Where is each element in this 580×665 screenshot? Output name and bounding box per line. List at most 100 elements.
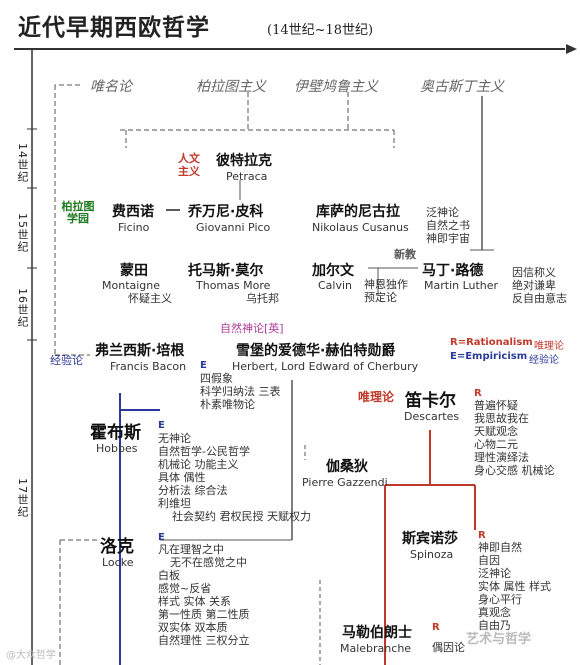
calvin-note-2: 预定论 [364, 291, 397, 304]
pico-name: 乔万尼·皮科 [188, 204, 264, 220]
bacon-note-1: 四假象 [200, 372, 233, 385]
century-17: 17世纪 [16, 478, 29, 518]
descartes-en: Descartes [404, 410, 460, 423]
bacon-note-3: 朴素唯物论 [200, 398, 255, 411]
bacon-note-2: 科学归纳法 三表 [200, 385, 281, 398]
more-name: 托马斯·莫尔 [188, 263, 264, 279]
locke-note-5: 样式 实体 关系 [158, 595, 231, 608]
locke-note-2: 无不在感觉之中 [170, 556, 247, 569]
watermark-right: 艺术与哲学 [466, 632, 532, 647]
locke-en: Locke [102, 556, 134, 569]
legend-e-cn: 经验论 [529, 355, 559, 366]
descartes-note-4: 心物二元 [474, 438, 518, 451]
school-epicureanism: 伊壁鸠鲁主义 [294, 79, 378, 95]
montaigne-note: 怀疑主义 [128, 292, 172, 305]
descartes-note-3: 天赋观念 [474, 425, 518, 438]
bacon-name: 弗兰西斯·培根 [95, 343, 185, 359]
spinoza-note-7: 自由乃 [478, 619, 511, 632]
luther-note-2: 绝对谦卑 [512, 279, 556, 292]
bacon-en: Francis Bacon [110, 360, 187, 373]
more-note: 乌托邦 [246, 292, 279, 305]
descartes-note-1: 普遍怀疑 [474, 399, 518, 412]
spinoza-tag: R [478, 530, 486, 541]
school-humanism: 人文主义 [178, 152, 200, 178]
watermark-left: @大众哲学 [6, 650, 56, 661]
locke-note-3: 白板 [158, 569, 180, 582]
malebranche-note: 偶因论 [432, 641, 465, 654]
pico-en: Giovanni Pico [196, 221, 271, 234]
school-augustinianism: 奥古斯丁主义 [420, 79, 504, 95]
ficino-name: 费西诺 [112, 204, 154, 220]
cusanus-name: 库萨的尼古拉 [316, 204, 400, 220]
descartes-note-2: 我思故我在 [474, 412, 529, 425]
luther-en: Martin Luther [424, 279, 499, 292]
hobbes-note-4: 具体 偶性 [158, 471, 206, 484]
school-rationalism: 唯理论 [358, 390, 395, 404]
bacon-tag: E [200, 360, 207, 371]
locke-note-7: 双实体 双本质 [158, 621, 228, 634]
hobbes-note-7: 社会契约 君权民授 天赋权力 [172, 510, 311, 523]
legend-r-key: R=Rationalism [450, 337, 533, 348]
locke-note-4: 感觉~反省 [158, 582, 212, 595]
cusanus-note-1: 泛神论 [426, 206, 459, 219]
descartes-note-5: 理性演绎法 [474, 451, 529, 464]
spinoza-note-1: 神即自然 [478, 541, 522, 554]
school-nominalism: 唯名论 [90, 79, 132, 95]
locke-note-1: 凡在理智之中 [158, 543, 224, 556]
hobbes-note-3: 机械论 功能主义 [158, 458, 239, 471]
montaigne-name: 蒙田 [120, 263, 148, 279]
spinoza-note-4: 实体 属性 样式 [478, 580, 551, 593]
locke-note-6: 第一性质 第二性质 [158, 608, 250, 621]
page-title: 近代早期西欧哲学 [18, 14, 210, 41]
spinoza-note-5: 身心平行 [478, 593, 522, 606]
descartes-note-6: 身心交感 机械论 [474, 464, 555, 477]
montaigne-en: Montaigne [102, 279, 161, 292]
descartes-tag: R [474, 388, 482, 399]
herbert-name: 雪堡的爱德华·赫伯特勋爵 [236, 343, 396, 359]
descartes-name: 笛卡尔 [405, 391, 456, 411]
luther-note-3: 反自由意志 [512, 292, 567, 305]
luther-name: 马丁·路德 [422, 263, 484, 279]
spinoza-note-6: 真观念 [478, 606, 511, 619]
cusanus-note-3: 神即宇宙 [426, 232, 470, 245]
hobbes-note-2: 自然哲学-公民哲学 [158, 445, 250, 458]
ficino-en: Ficino [118, 221, 150, 234]
school-new-religion: 新教 [394, 248, 416, 261]
spinoza-note-3: 泛神论 [478, 567, 511, 580]
spinoza-name: 斯宾诺莎 [402, 531, 458, 547]
petrarca-name: 彼特拉克 [216, 153, 272, 169]
hobbes-note-6: 利维坦 [158, 497, 191, 510]
school-platonic-academy: 柏拉图学园 [61, 200, 95, 225]
century-14: 14世纪 [16, 143, 29, 183]
school-natural-theism: 自然神论[英] [220, 322, 284, 335]
century-15: 15世纪 [16, 213, 29, 253]
page-subtitle: (14世纪~18世纪) [267, 23, 374, 38]
gassendi-name: 伽桑狄 [326, 459, 368, 475]
hobbes-tag: E [158, 420, 165, 431]
school-platonism: 柏拉图主义 [196, 79, 266, 95]
legend-r-cn: 唯理论 [534, 341, 564, 352]
luther-note-1: 因信称义 [512, 266, 556, 279]
hobbes-en: Hobbes [96, 442, 138, 455]
hobbes-name: 霍布斯 [90, 423, 141, 443]
petrarca-en: Petraca [226, 170, 268, 183]
herbert-en: Herbert, Lord Edward of Cherbury [232, 360, 419, 373]
hobbes-note-5: 分析法 综合法 [158, 484, 228, 497]
locke-name: 洛克 [100, 537, 134, 557]
cusanus-note-2: 自然之书 [426, 219, 470, 232]
calvin-en: Calvin [318, 279, 353, 292]
malebranche-name: 马勒伯朗士 [342, 625, 412, 641]
more-en: Thomas More [196, 279, 271, 292]
gassendi-en: Pierre Gazzendi [302, 476, 388, 489]
cusanus-en: Nikolaus Cusanus [312, 221, 409, 234]
century-16: 16世纪 [16, 288, 29, 328]
calvin-note-1: 神恩独作 [364, 278, 408, 291]
malebranche-en: Malebranche [340, 642, 412, 655]
malebranche-tag: R [432, 622, 440, 633]
hobbes-note-1: 无神论 [158, 432, 191, 445]
spinoza-note-2: 自因 [478, 554, 500, 567]
locke-note-8: 自然理性 三权分立 [158, 634, 250, 647]
locke-tag: E [158, 532, 165, 543]
school-empiricism: 经验论 [50, 354, 83, 367]
